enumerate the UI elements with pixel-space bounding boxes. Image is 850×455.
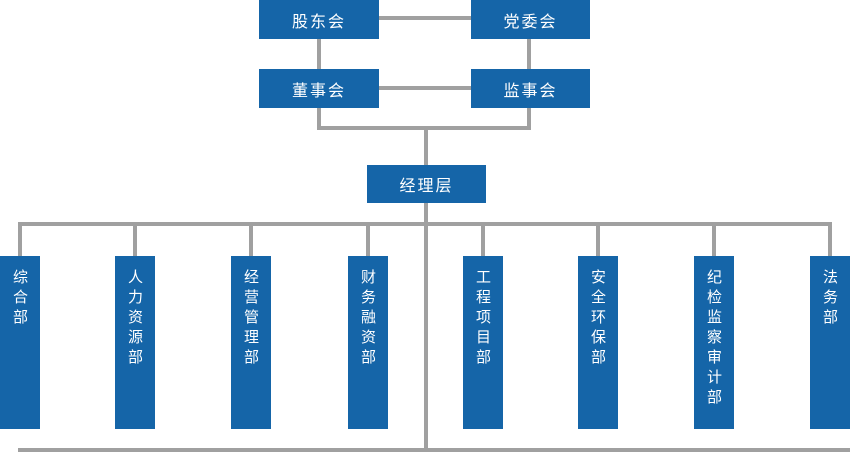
dept-box-human-resources: 人力资源部	[115, 256, 155, 429]
node-board-of-directors: 董事会	[259, 69, 379, 108]
connector-drop-to-management	[424, 130, 428, 165]
dept-label-business-management: 经营管理部	[242, 269, 260, 369]
connector-shareholders-board	[317, 39, 321, 69]
connector-stub-general	[18, 226, 22, 256]
connector-management-trunk	[424, 203, 428, 452]
connector-departments-rail	[18, 222, 832, 226]
node-shareholders-meeting: 股东会	[259, 0, 379, 39]
dept-label-engineering-projects: 工程项目部	[474, 269, 492, 369]
connector-stub-safety	[596, 226, 600, 256]
connector-stub-finance	[366, 226, 370, 256]
dept-label-legal: 法务部	[821, 269, 839, 329]
connector-party-supervisors	[527, 39, 531, 69]
connector-board-supervisors	[379, 86, 471, 90]
dept-label-finance-financing: 财务融资部	[359, 269, 377, 369]
dept-box-legal: 法务部	[810, 256, 850, 429]
dept-label-human-resources: 人力资源部	[126, 269, 144, 369]
dept-box-finance-financing: 财务融资部	[348, 256, 388, 429]
dept-box-business-management: 经营管理部	[231, 256, 271, 429]
connector-board-down-stub	[317, 108, 321, 130]
dept-label-discipline-audit: 纪检监察审计部	[705, 269, 723, 409]
connector-bottom-rail	[18, 448, 850, 452]
dept-label-safety-environment: 安全环保部	[589, 269, 607, 369]
dept-box-general: 综合部	[0, 256, 40, 429]
connector-supervisors-down-stub	[527, 108, 531, 130]
connector-shareholders-party	[379, 16, 471, 20]
connector-elbow-horizontal	[317, 126, 531, 130]
connector-stub-engineering	[481, 226, 485, 256]
connector-stub-legal	[828, 226, 832, 256]
node-party-committee: 党委会	[471, 0, 590, 39]
dept-box-discipline-audit: 纪检监察审计部	[694, 256, 734, 429]
dept-box-safety-environment: 安全环保部	[578, 256, 618, 429]
connector-stub-business-management	[249, 226, 253, 256]
connector-stub-discipline-audit	[712, 226, 716, 256]
node-management-layer: 经理层	[367, 165, 486, 203]
node-supervisory-board: 监事会	[471, 69, 590, 108]
dept-box-engineering-projects: 工程项目部	[463, 256, 503, 429]
dept-label-general: 综合部	[11, 269, 29, 329]
connector-stub-human-resources	[133, 226, 137, 256]
